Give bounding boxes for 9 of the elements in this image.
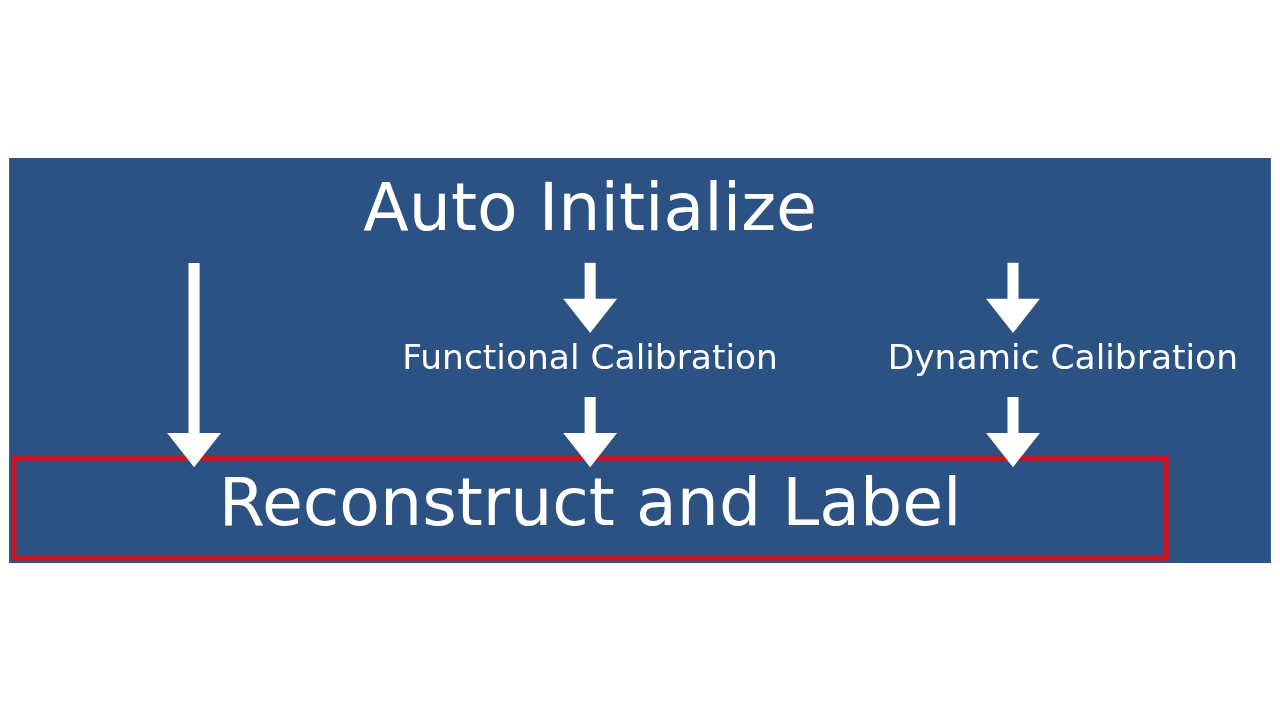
arrow (563, 262, 618, 333)
node-text: Functional Calibration (402, 336, 778, 377)
node-box: Reconstruct and Label (11, 455, 1169, 561)
node-text: Dynamic Calibration (887, 336, 1239, 377)
node-text: Auto Initialize (363, 167, 817, 246)
arrow (986, 262, 1040, 333)
arrow (167, 262, 221, 467)
arrow (986, 396, 1040, 467)
arrow (563, 396, 618, 467)
